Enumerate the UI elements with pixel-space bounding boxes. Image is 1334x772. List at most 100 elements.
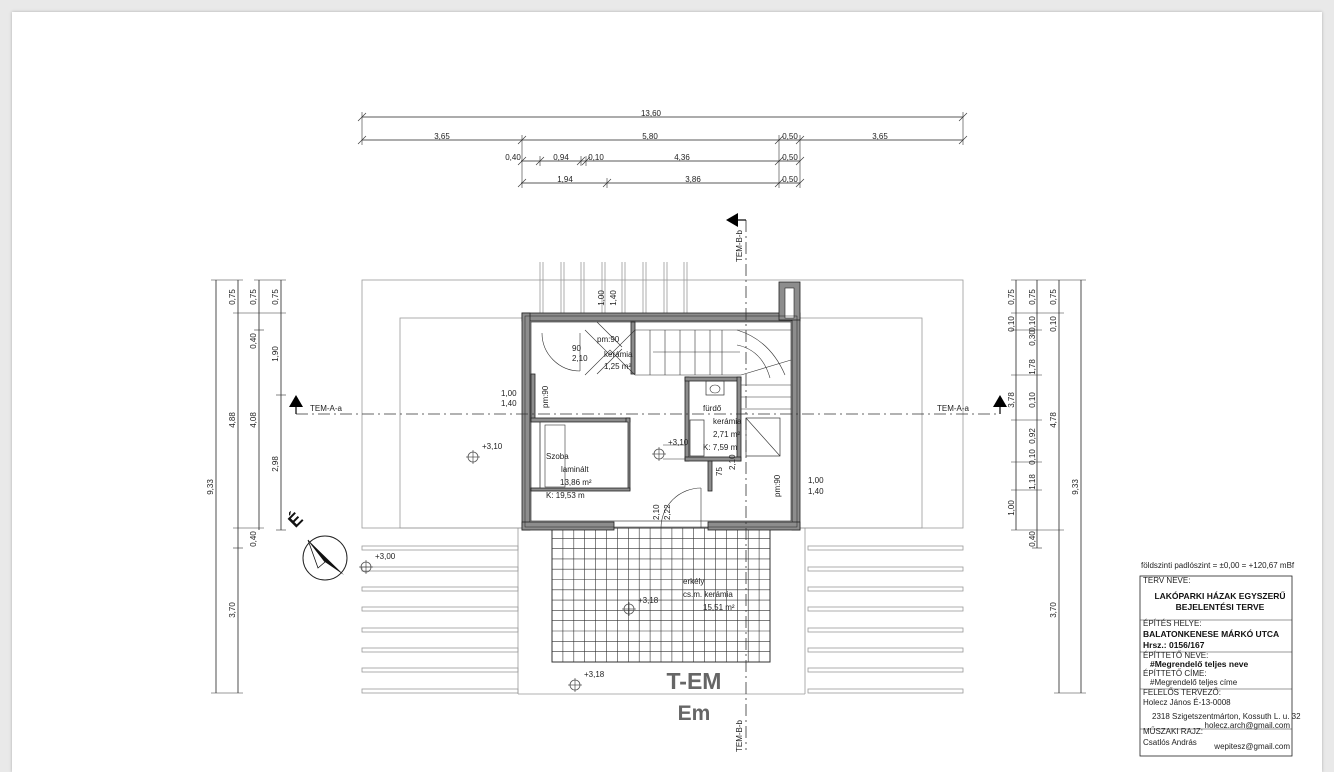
- room-labels: pm:90 90 2,10 kerámia 1,25 m² fürdő kerá…: [546, 335, 742, 612]
- dim-right-j: 1,00: [1007, 500, 1016, 516]
- dim-left-r3-a: 0,75: [249, 289, 258, 305]
- dim-r4-b: 3,86: [685, 175, 701, 184]
- bed: [539, 421, 629, 489]
- dim-right-f: 0,10: [1028, 392, 1037, 408]
- dim-r4-c: 0,50: [782, 175, 798, 184]
- dim-right-r3-d: 3,70: [1049, 602, 1058, 618]
- dim-right-k: 0,40: [1028, 531, 1037, 547]
- project-title-1: LAKÓPARKI HÁZAK EGYSZERŰ: [1154, 590, 1285, 601]
- drawing-sheet: 13,60 3,65 5,80 0,50 3,65 0,40 0,94 0,10…: [12, 12, 1322, 772]
- door-height-2: 2,22: [663, 504, 672, 520]
- section-b-top-label: TEM-B-b: [735, 229, 744, 262]
- hall-door-width: 90: [572, 344, 581, 353]
- designer-name: Holecz János É-13-0008: [1143, 698, 1231, 707]
- dim-right-h: 0,10: [1028, 449, 1037, 465]
- dim-left-r3-b: 0,40: [249, 333, 258, 349]
- level-marker: +3,10: [652, 438, 689, 461]
- window-left-width: 1,00: [501, 389, 517, 398]
- north-label: É: [284, 508, 307, 531]
- top-dimension-chains: 13,60 3,65 5,80 0,50 3,65 0,40 0,94 0,10…: [357, 109, 968, 188]
- dim-r3-c: 0,10: [588, 153, 604, 162]
- bathroom-fixtures: [689, 380, 781, 457]
- title-block: földszinti padlószint = ±0,00 = +120,67 …: [1139, 561, 1301, 757]
- level-value: +3,18: [638, 596, 659, 605]
- dim-right-c: 0,10: [1028, 316, 1037, 332]
- bath-name: fürdő: [703, 404, 722, 413]
- dim-right-r2-a: 0,10: [1049, 316, 1058, 332]
- dim-left-r2-b: 4,88: [228, 412, 237, 428]
- site-address: BALATONKENESE MÁRKÓ UTCA: [1143, 628, 1279, 639]
- dim-right-r2-c: 3,78: [1007, 392, 1016, 408]
- client-label: ÉPÍTTETŐ NEVE:: [1143, 651, 1208, 660]
- window-right-height: 1,40: [808, 487, 824, 496]
- room-perimeter: K: 19,53 m: [546, 491, 585, 500]
- designer-label: FELELŐS TERVEZŐ:: [1143, 688, 1221, 697]
- pm-right: pm:90: [773, 474, 782, 497]
- dim-right-g: 0,92: [1028, 428, 1037, 444]
- dim-right-b: 0,75: [1007, 289, 1016, 305]
- window-label-b: 1,40: [609, 290, 618, 306]
- project-label: TERV NEVE:: [1143, 576, 1190, 585]
- window-label-a: 1,00: [597, 290, 606, 306]
- level-marker: +3,18: [622, 596, 659, 616]
- pergola-beams: [539, 262, 688, 316]
- dim-left-r4-b: 1,90: [271, 346, 280, 362]
- dim-top-c: 0,50: [782, 132, 798, 141]
- section-line-b: TEM-B-b TEM-B-b: [726, 213, 747, 752]
- hall-tile-pattern: [541, 321, 702, 529]
- site-parcel: Hrsz.: 0156/167: [1143, 640, 1205, 650]
- client-address-label: ÉPÍTTETŐ CÍME:: [1143, 669, 1207, 678]
- room-material: laminált: [561, 465, 589, 474]
- dim-right-r2-b: 0,75: [1028, 289, 1037, 305]
- staircase: [635, 329, 792, 410]
- door-height-1: 2,10: [652, 504, 661, 520]
- dim-total-width: 13,60: [641, 109, 662, 118]
- floor-plan-drawing: 13,60 3,65 5,80 0,50 3,65 0,40 0,94 0,10…: [206, 109, 1301, 757]
- dim-left-r3-c: 4,08: [249, 412, 258, 428]
- opening-labels: 1,00 1,40 1,00 1,40 pm:90 pm:90 2,10 2,2…: [501, 385, 824, 520]
- dim-left-r2-d: 3,70: [228, 602, 237, 618]
- dim-r3-d: 4,36: [674, 153, 690, 162]
- dim-right-i: 1,18: [1028, 474, 1037, 490]
- engineer-name: Csatlós András: [1143, 738, 1197, 747]
- dim-left-r2-a: 0,75: [228, 289, 237, 305]
- dim-right-a: 0,10: [1007, 316, 1016, 332]
- dim-top-b: 5,80: [642, 132, 658, 141]
- left-dimension-chains: 9,33 0,75 4,88 0,40 3,70 0,75 0,40 4,08 …: [206, 279, 286, 694]
- level-value: +3,18: [584, 670, 605, 679]
- client-address: #Megrendelő teljes címe: [1150, 678, 1238, 687]
- designer-address-text: 2318 Szigetszentmárton, Kossuth L. u. 32: [1152, 712, 1301, 721]
- dim-left-r4-c: 2,98: [271, 456, 280, 472]
- dim-right-e: 1,78: [1028, 359, 1037, 375]
- plan-subtitle: Em: [678, 702, 711, 725]
- dim-left-total: 9,33: [206, 479, 215, 495]
- dim-right-r3-b: 0,75: [1049, 289, 1058, 305]
- dim-top-d: 3,65: [872, 132, 888, 141]
- client-name: #Megrendelő teljes neve: [1150, 659, 1249, 669]
- dim-top-a: 3,65: [434, 132, 450, 141]
- engineer-label: MŰSZAKI RAJZ:: [1143, 727, 1203, 736]
- dim-r3-b: 0,94: [553, 153, 569, 162]
- engineer-email: wepitesz@gmail.com: [1213, 742, 1290, 751]
- north-arrow: É: [284, 508, 348, 581]
- level-marker: +3,10: [466, 442, 503, 464]
- dim-right-d: 0,30: [1028, 330, 1037, 346]
- deck-slats-left: [361, 545, 519, 694]
- section-a-right-label: TEM-A-a: [937, 404, 970, 413]
- balcony-material: cs.m. kerámia: [683, 590, 733, 599]
- bath-material: kerámia: [713, 417, 742, 426]
- pm-left: pm:90: [541, 385, 550, 408]
- room-area: 13,86 m²: [560, 478, 592, 487]
- dim-right-total: 9,33: [1071, 479, 1080, 495]
- level-marker: +3,00: [359, 552, 396, 574]
- project-title-2: BEJELENTÉSI TERVE: [1176, 602, 1265, 612]
- right-dimension-chains: 0,10 0,75 0,10 0,30 1,78 0,10 0,92 0,10 …: [1007, 279, 1086, 694]
- dim-right-r3-c: 4,78: [1049, 412, 1058, 428]
- level-marker: +3,18: [568, 670, 605, 692]
- section-b-bottom-label: TEM-B-b: [735, 719, 744, 752]
- level-value: +3,10: [668, 438, 689, 447]
- section-a-left-label: TEM-A-a: [310, 404, 343, 413]
- dim-left-r2-c: 0,40: [249, 531, 258, 547]
- section-line-a: TEM-A-a TEM-A-a: [289, 395, 1007, 415]
- level-value: +3,10: [482, 442, 503, 451]
